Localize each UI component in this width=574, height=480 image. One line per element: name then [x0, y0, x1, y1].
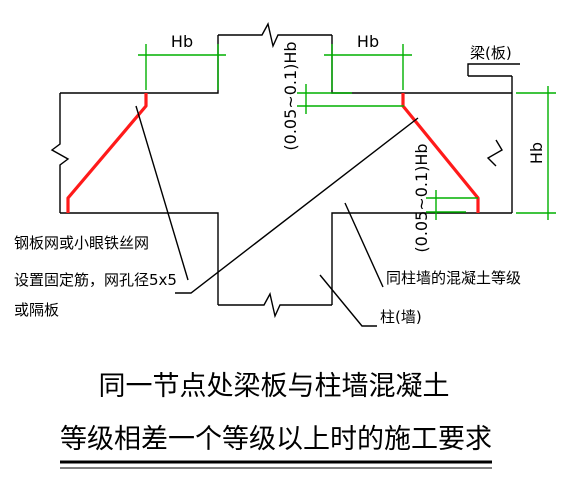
- lower-left-edge: [60, 212, 219, 305]
- mesh-lines: [66, 93, 480, 213]
- right-break-line: [486, 139, 503, 167]
- leader-note-right: [175, 117, 419, 294]
- left-mesh: [66, 93, 148, 213]
- upper-column-left-edge: [60, 35, 219, 94]
- title-line-2: 等级相差一个等级以上时的施工要求: [60, 424, 492, 455]
- labels: Hb Hb Hb 梁(板) (0.05~0.1)Hb (0.05~0.1)Hb …: [14, 32, 546, 326]
- leader-column: [319, 274, 377, 327]
- title-block: 同一节点处梁板与柱墙混凝土 等级相差一个等级以上时的施工要求: [60, 371, 492, 469]
- hb-left-label: Hb: [171, 32, 193, 51]
- title-line-1: 同一节点处梁板与柱墙混凝土: [99, 371, 450, 402]
- bottom-break-line: [218, 292, 332, 319]
- note-line-2: 设置固定筋，网孔径5x5: [14, 271, 177, 289]
- leader-lines: [135, 63, 520, 327]
- leader-column-grade: [344, 202, 384, 288]
- beam-label: 梁(板): [470, 44, 512, 62]
- ratio-upper-label: (0.05~0.1)Hb: [281, 41, 300, 150]
- column-label: 柱(墙): [380, 308, 422, 326]
- right-mesh: [401, 93, 480, 213]
- lower-right-edge: [331, 212, 512, 305]
- leader-note-left: [135, 105, 189, 281]
- hb-right-label: Hb: [357, 32, 379, 51]
- column-grade-label: 同柱墙的混凝土等级: [386, 269, 521, 287]
- top-break-line: [218, 22, 332, 49]
- note-line-3: 或隔板: [14, 301, 59, 319]
- note-line-1: 钢板网或小眼铁丝网: [14, 234, 149, 252]
- leader-beam: [467, 63, 520, 76]
- hb-vertical-label: Hb: [527, 142, 546, 164]
- ratio-lower-label: (0.05~0.1)Hb: [412, 143, 431, 252]
- left-break-line: [50, 93, 70, 213]
- dimension-lines: [138, 44, 556, 220]
